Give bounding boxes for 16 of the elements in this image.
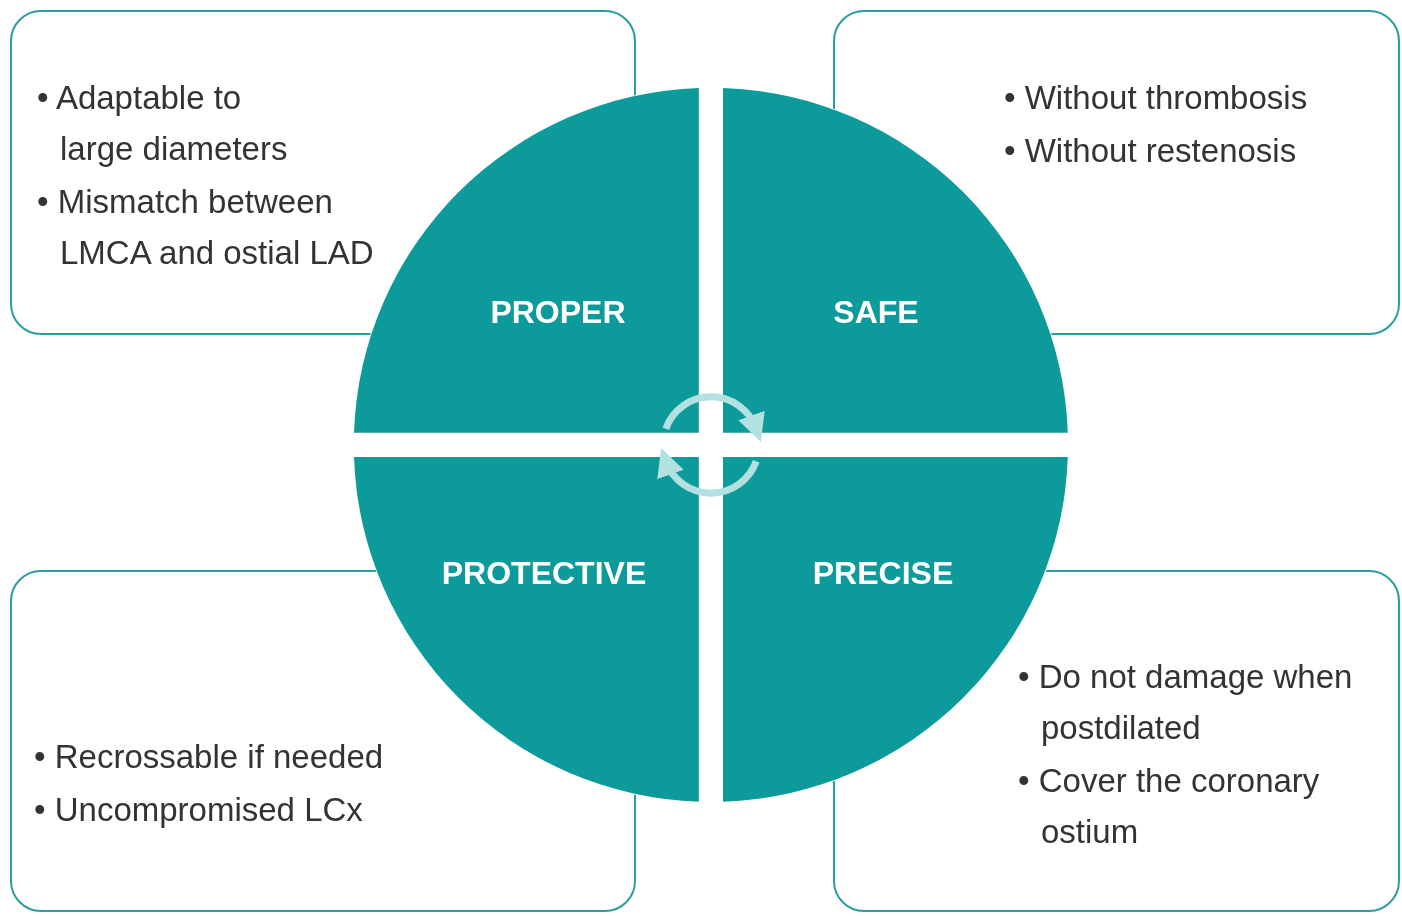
cycle-arrow <box>658 448 760 497</box>
cycle-arrow <box>662 393 764 442</box>
segment-label: PROTECTIVE <box>441 554 647 592</box>
bullet-item: • Do not damage when postdilated <box>1018 657 1354 748</box>
text-card <box>833 10 1400 335</box>
bullet-item: • Without restenosis <box>1004 131 1298 171</box>
bullet-item: • Recrossable if needed <box>34 737 385 777</box>
segment-label: PROPER <box>490 293 626 331</box>
bullet-item: • Adaptable to large diameters <box>37 78 289 169</box>
segment-label: SAFE <box>833 293 919 331</box>
text-card <box>10 10 636 335</box>
bullet-item: • Without thrombosis <box>1004 78 1309 118</box>
bullet-item: • Mismatch between LMCA and ostial LAD <box>37 182 375 273</box>
bullet-item: • Uncompromised LCx <box>34 790 364 830</box>
segment-label: PRECISE <box>812 554 954 592</box>
bullet-item: • Cover the coronary ostium <box>1018 761 1321 852</box>
